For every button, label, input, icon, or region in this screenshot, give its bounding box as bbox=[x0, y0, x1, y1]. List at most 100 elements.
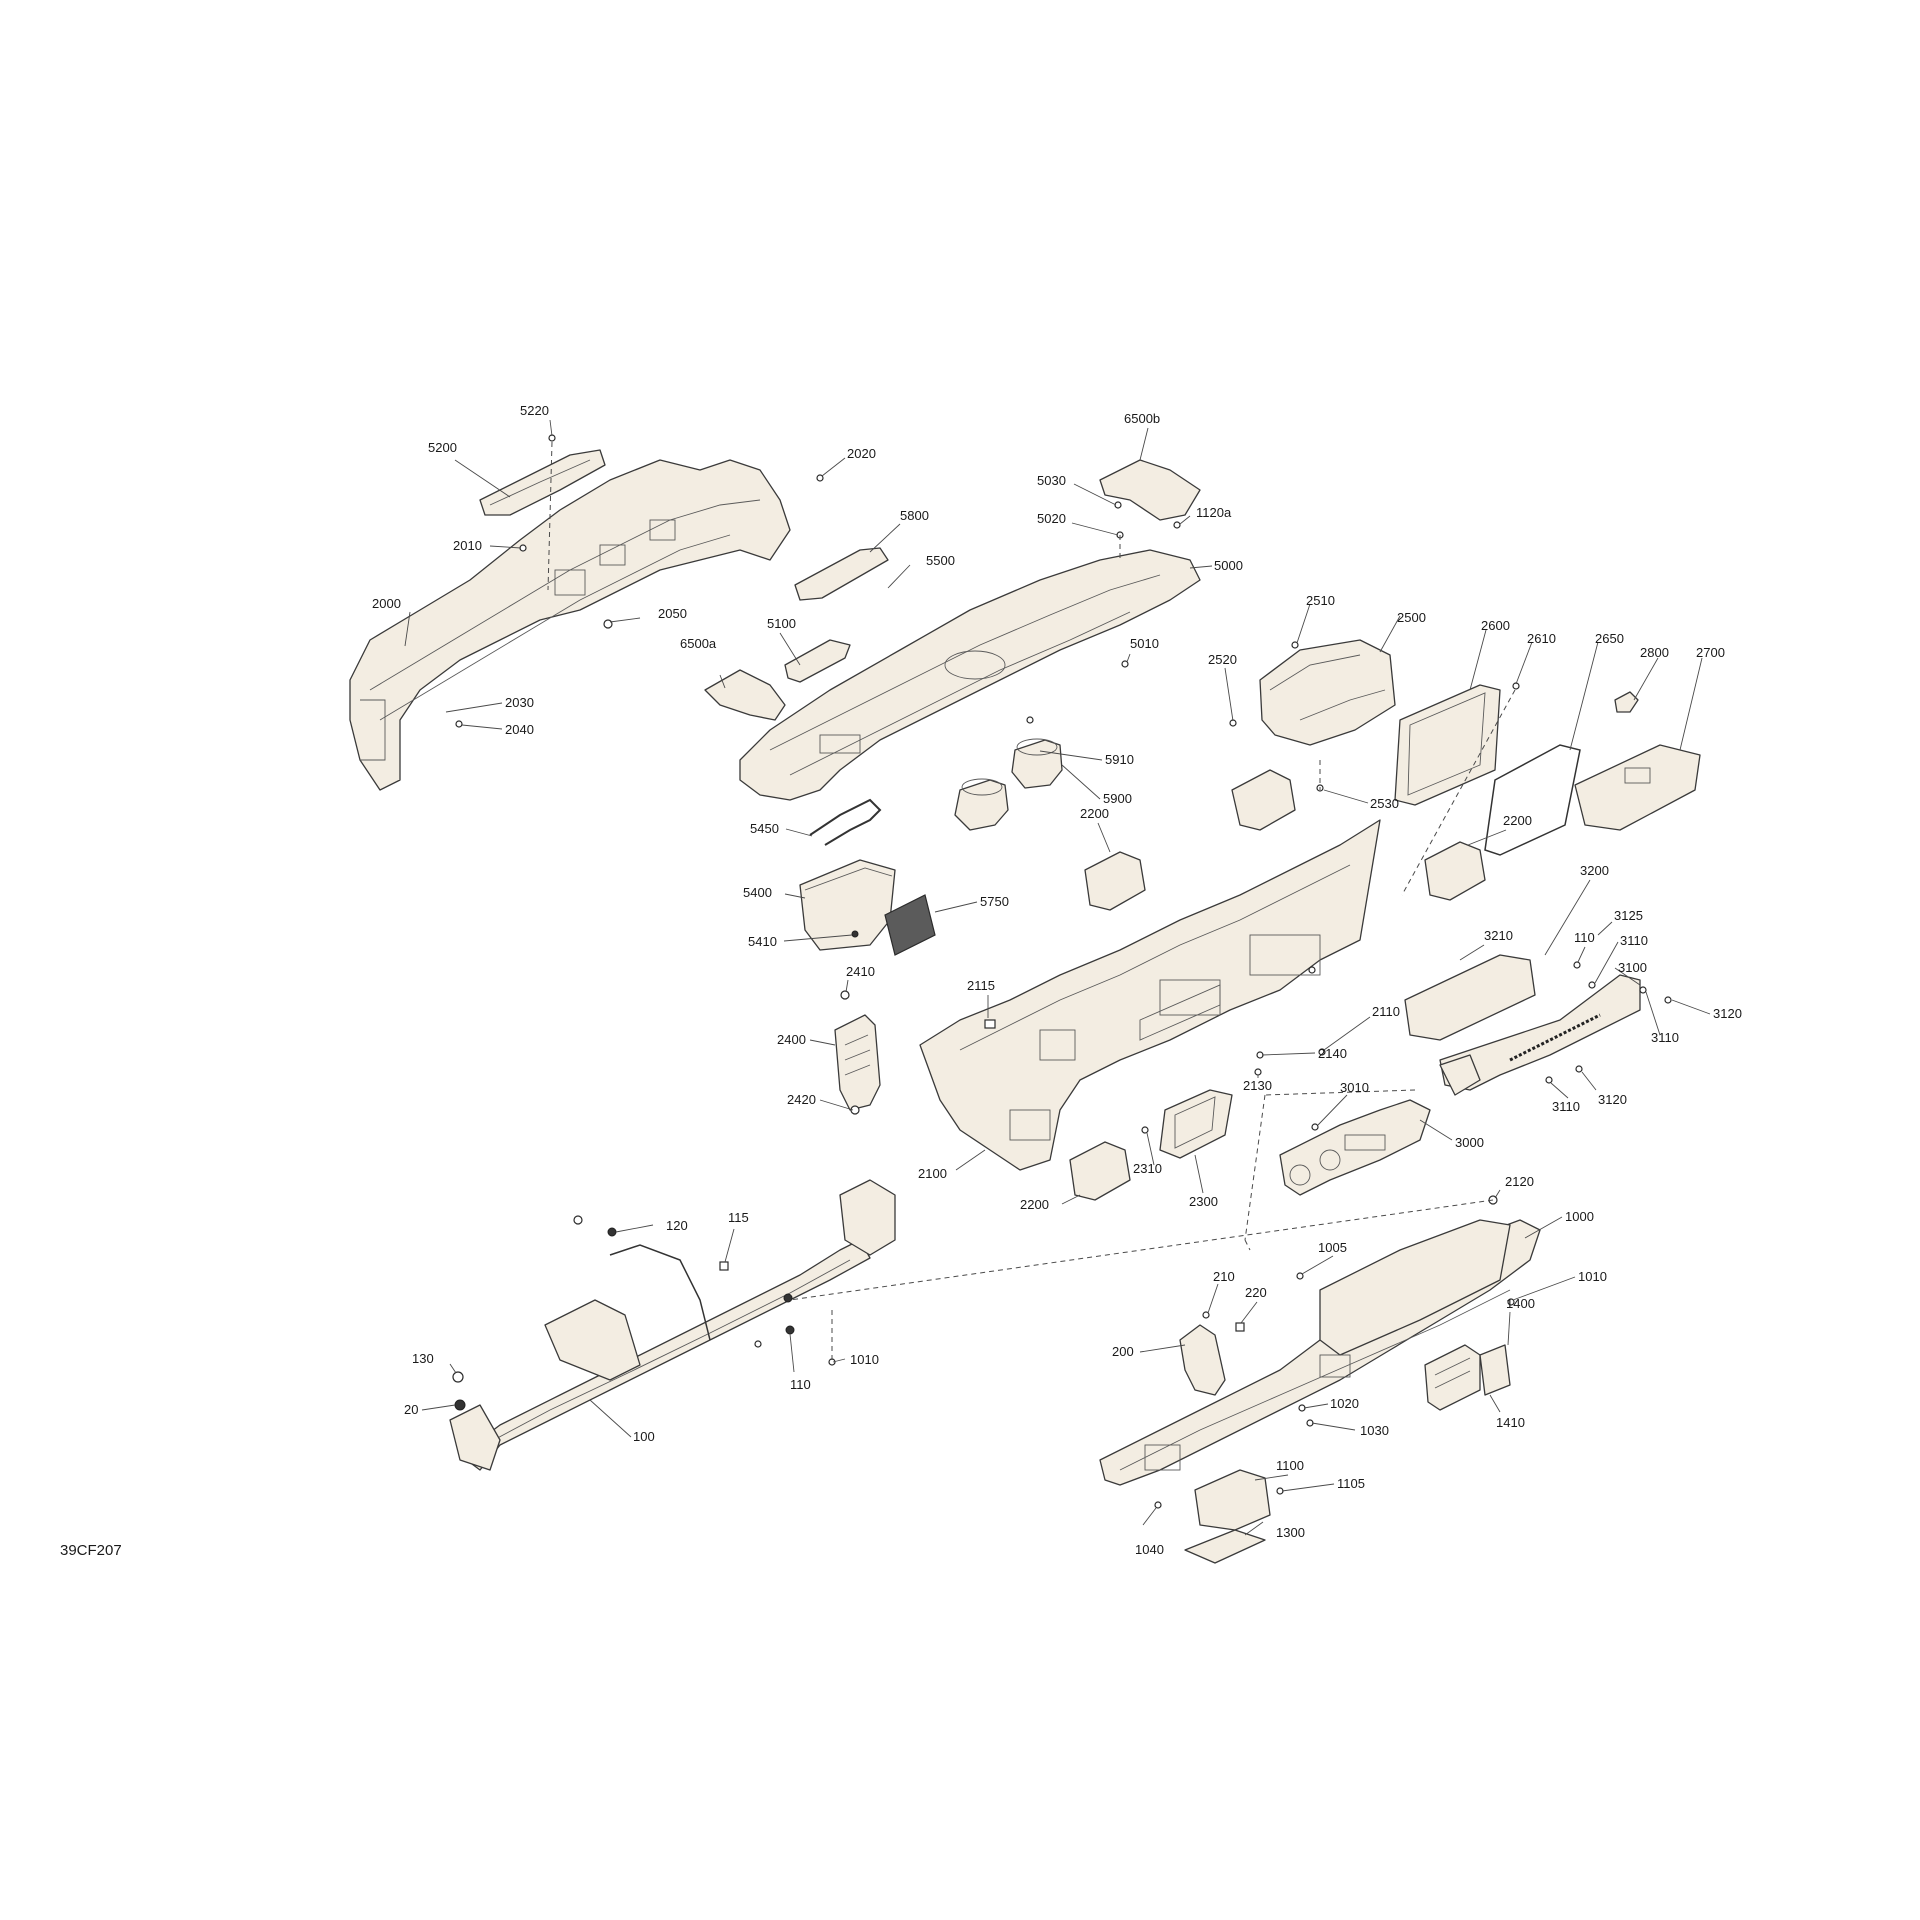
callout-5030: 5030 bbox=[1037, 473, 1066, 488]
leader-lines bbox=[404, 419, 1711, 1536]
part-3100-steering-column bbox=[1439, 974, 1641, 1096]
part-1400-vent bbox=[1424, 1344, 1511, 1411]
assembly-lines bbox=[547, 441, 1516, 1360]
callout-2510: 2510 bbox=[1306, 593, 1335, 608]
callout-1040: 1040 bbox=[1135, 1542, 1164, 1557]
callout-3200: 3200 bbox=[1580, 863, 1609, 878]
callout-1020: 1020 bbox=[1330, 1396, 1359, 1411]
callout-2120: 2120 bbox=[1505, 1174, 1534, 1189]
callout-5750: 5750 bbox=[980, 894, 1009, 909]
callout-5900: 5900 bbox=[1103, 791, 1132, 806]
callout-1010-left: 1010 bbox=[850, 1352, 879, 1367]
part-2200-vent-duct bbox=[1069, 769, 1486, 1201]
part-100-cross-beam bbox=[449, 1179, 896, 1471]
part-2300-bezel bbox=[1159, 1089, 1233, 1159]
callout-5800: 5800 bbox=[900, 508, 929, 523]
part-2600-frame bbox=[1394, 684, 1501, 806]
callout-5010: 5010 bbox=[1130, 636, 1159, 651]
callout-2050: 2050 bbox=[658, 606, 687, 621]
callout-5400: 5400 bbox=[743, 885, 772, 900]
part-2000-upper-support bbox=[349, 459, 791, 791]
callout-2400: 2400 bbox=[777, 1032, 806, 1047]
callout-3100: 3100 bbox=[1618, 960, 1647, 975]
callout-2300: 2300 bbox=[1189, 1194, 1218, 1209]
callout-120: 120 bbox=[666, 1218, 688, 1233]
callout-2530: 2530 bbox=[1370, 796, 1399, 811]
callout-3125: 3125 bbox=[1614, 908, 1643, 923]
callout-220: 220 bbox=[1245, 1285, 1267, 1300]
part-1300-lid bbox=[1184, 1529, 1266, 1564]
callout-3120-right: 3120 bbox=[1713, 1006, 1742, 1021]
callout-20: 20 bbox=[404, 1402, 418, 1417]
callout-2130: 2130 bbox=[1243, 1078, 1272, 1093]
part-5450-strap bbox=[809, 798, 882, 846]
part-5900-cup-holders bbox=[954, 738, 1063, 831]
callout-2500: 2500 bbox=[1397, 610, 1426, 625]
callout-100: 100 bbox=[633, 1429, 655, 1444]
callout-3000: 3000 bbox=[1455, 1135, 1484, 1150]
callout-1000: 1000 bbox=[1565, 1209, 1594, 1224]
callout-2110: 2110 bbox=[1372, 1004, 1400, 1019]
part-5800-lid bbox=[794, 547, 889, 601]
callout-1010-right: 1010 bbox=[1578, 1269, 1607, 1284]
callout-2000: 2000 bbox=[372, 596, 401, 611]
callout-2520: 2520 bbox=[1208, 652, 1237, 667]
callout-labels: 5220 5200 2020 6500b 5030 1120a 5020 580… bbox=[60, 403, 1742, 1559]
callout-2200-upper: 2200 bbox=[1080, 806, 1109, 821]
callout-2010: 2010 bbox=[453, 538, 482, 553]
callout-2800: 2800 bbox=[1640, 645, 1669, 660]
part-5400-bin bbox=[799, 859, 896, 951]
callout-3110-upper: 3110 bbox=[1620, 933, 1648, 948]
callout-2040: 2040 bbox=[505, 722, 534, 737]
part-2700-cover bbox=[1574, 744, 1701, 831]
part-3000-cluster bbox=[1279, 1099, 1431, 1196]
callout-5020: 5020 bbox=[1037, 511, 1066, 526]
callout-2115: 2115 bbox=[967, 978, 995, 993]
callout-1300: 1300 bbox=[1276, 1525, 1305, 1540]
part-hardware-small bbox=[840, 966, 1316, 1115]
callout-2140: 2140 bbox=[1318, 1046, 1347, 1061]
callout-5000: 5000 bbox=[1214, 558, 1243, 573]
callout-3210: 3210 bbox=[1484, 928, 1513, 943]
part-200-bracket bbox=[1179, 1324, 1226, 1396]
callout-3110-mid: 3110 bbox=[1651, 1030, 1679, 1045]
callout-2610: 2610 bbox=[1527, 631, 1556, 646]
callout-1100: 1100 bbox=[1276, 1458, 1304, 1473]
callout-115: 115 bbox=[728, 1210, 749, 1225]
callout-3120-lower: 3120 bbox=[1598, 1092, 1627, 1107]
callout-5910: 5910 bbox=[1105, 752, 1134, 767]
callout-1120a: 1120a bbox=[1196, 505, 1232, 520]
part-2100-dashboard bbox=[919, 819, 1381, 1171]
callout-2650: 2650 bbox=[1595, 631, 1624, 646]
callout-2100: 2100 bbox=[918, 1166, 947, 1181]
part-1100-glove-box bbox=[1194, 1469, 1271, 1531]
callout-5220: 5220 bbox=[520, 403, 549, 418]
callout-1410: 1410 bbox=[1496, 1415, 1525, 1430]
callout-5500: 5500 bbox=[926, 553, 955, 568]
callout-3110-lower: 3110 bbox=[1552, 1099, 1580, 1114]
callout-2020: 2020 bbox=[847, 446, 876, 461]
callout-1105: 1105 bbox=[1337, 1476, 1365, 1491]
callout-2200-lower: 2200 bbox=[1020, 1197, 1049, 1212]
callout-110-lower: 110 bbox=[790, 1377, 811, 1392]
part-6500a-cover bbox=[704, 669, 786, 721]
callout-5410: 5410 bbox=[748, 934, 777, 949]
part-5100-tray bbox=[784, 639, 851, 683]
part-2800-clip bbox=[1614, 691, 1639, 713]
part-5750-pad bbox=[884, 894, 936, 956]
callout-6500b: 6500b bbox=[1124, 411, 1160, 426]
callout-2410: 2410 bbox=[846, 964, 875, 979]
callout-2200-right: 2200 bbox=[1503, 813, 1532, 828]
callout-110-upper: 110 bbox=[1574, 930, 1595, 945]
callout-5450: 5450 bbox=[750, 821, 779, 836]
part-3200-panel bbox=[1404, 954, 1536, 1041]
callout-2420: 2420 bbox=[787, 1092, 816, 1107]
part-6500b-cover bbox=[1099, 459, 1201, 521]
hardware-markers bbox=[452, 434, 1672, 1509]
part-2500-housing bbox=[1259, 639, 1396, 746]
callout-2700: 2700 bbox=[1696, 645, 1725, 660]
part-5200-top-trim bbox=[479, 449, 606, 516]
callout-200: 200 bbox=[1112, 1344, 1134, 1359]
part-2650-gasket bbox=[1484, 744, 1581, 856]
